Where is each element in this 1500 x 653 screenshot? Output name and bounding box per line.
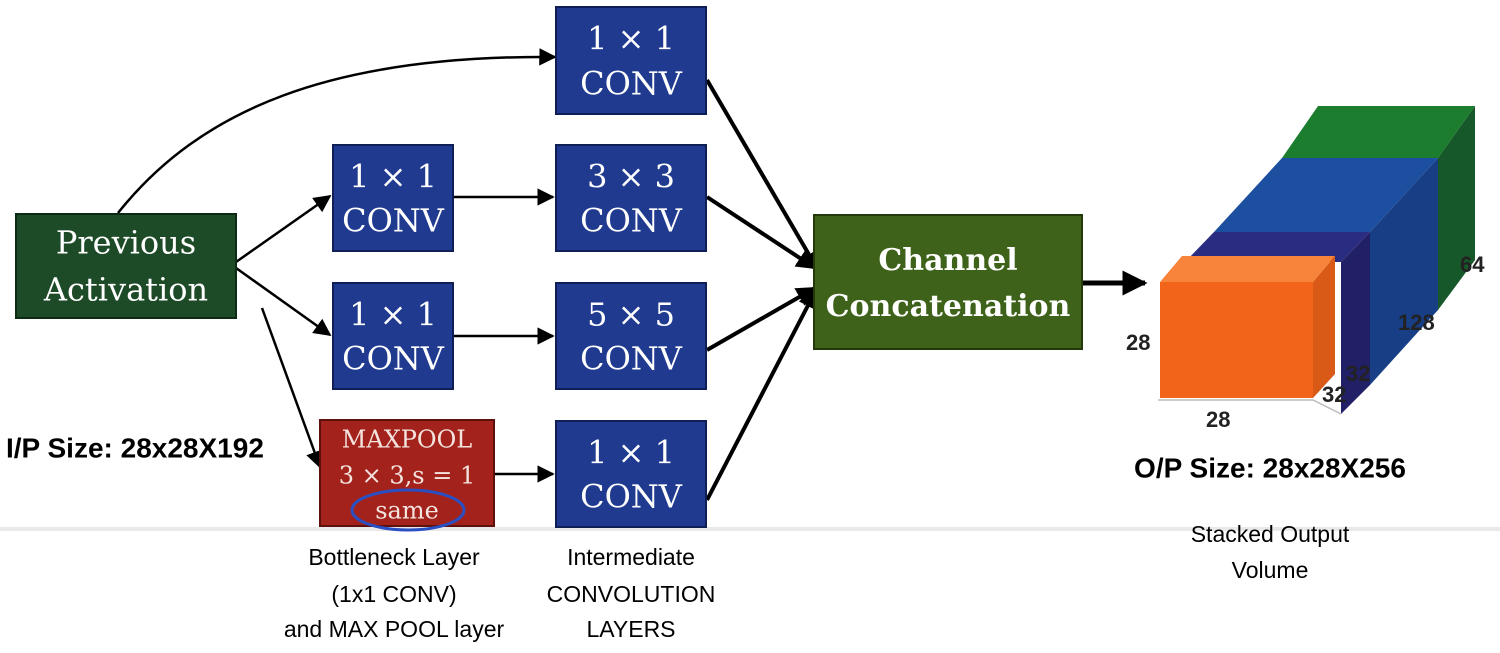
channel-concatenation-box: Channel Concatenation [813,214,1083,350]
input-size-label: I/P Size: 28x28X192 [6,432,264,463]
volume-side-blue [1370,158,1438,385]
conv-1x1-pool-projection-line2: CONV [580,478,683,516]
volume-depth-label-1: 32 [1322,382,1346,407]
arrow-input-to-maxpool [260,307,323,469]
conv-3x3-box: 3 × 3 CONV [555,144,707,252]
maxpool-line2: 3 × 3,s = 1 [339,462,476,490]
conv-1x1-branch-line2: CONV [580,65,683,103]
volume-top-orange [1160,256,1335,282]
arrow-input-to-bottleneck-b [235,266,332,337]
conv-1x1-pool-projection-line1: 1 × 1 [587,434,675,472]
conv-3x3-line1: 3 × 3 [587,158,675,196]
bottleneck-caption-line3: and MAX POOL layer [284,616,505,642]
bottleneck-conv-a-line1: 1 × 1 [349,158,437,196]
connectors [117,48,1148,501]
arrow-pool-proj-to-concat [705,288,818,501]
arrow-input-to-1x1 [117,48,557,214]
bottleneck-conv-a-line2: CONV [342,202,445,240]
conv-5x5-box: 5 × 5 CONV [555,282,707,390]
conv-5x5-line2: CONV [580,340,683,378]
bottleneck-conv-b-line1: 1 × 1 [349,296,437,334]
bottleneck-conv-b-box: 1 × 1 CONV [332,282,454,390]
volume-side-navy [1341,232,1370,414]
stacked-caption-line1: Stacked Output [1191,521,1350,547]
stacked-caption-line2: Volume [1232,557,1309,583]
conv-1x1-branch-line1: 1 × 1 [587,20,675,58]
volume-side-green [1438,106,1475,310]
maxpool-box: MAXPOOL 3 × 3,s = 1 same [319,419,495,532]
arrow-input-to-bottleneck-a [235,194,332,264]
channel-concatenation-line2: Concatenation [826,289,1071,324]
channel-concatenation-line1: Channel [878,243,1017,278]
maxpool-line1: MAXPOOL [342,426,472,454]
conv-1x1-branch-box: 1 × 1 CONV [555,6,707,115]
bottleneck-conv-b-line2: CONV [342,340,445,378]
bottleneck-caption-line2: (1x1 CONV) [331,581,456,607]
volume-depth-label-4: 64 [1460,252,1485,277]
volume-top-green [1282,106,1475,158]
arrow-1x1-to-concat [705,78,820,272]
volume-side-orange [1313,256,1335,398]
bottleneck-caption-line1: Bottleneck Layer [308,544,480,570]
arrow-3x3-to-concat [705,195,817,270]
stacked-output-volume [1158,106,1475,415]
volume-top-navy [1185,232,1370,262]
volume-depth-label-3: 128 [1398,310,1435,335]
volume-height-label: 28 [1126,330,1150,355]
volume-floor-edge [1158,399,1342,415]
previous-activation-box: Previous Activation [15,213,237,319]
conv-5x5-line1: 5 × 5 [587,296,675,334]
previous-activation-line2: Activation [43,271,208,309]
volume-top-blue [1214,158,1438,232]
conv-1x1-pool-projection-box: 1 × 1 CONV [555,420,707,528]
output-size-label: O/P Size: 28x28X256 [1134,452,1406,483]
volume-width-label: 28 [1206,407,1230,432]
baseline-strip [0,527,1500,531]
previous-activation-line1: Previous [56,224,196,262]
intermediate-caption-line1: Intermediate [567,544,695,570]
bottleneck-conv-a-box: 1 × 1 CONV [332,144,454,252]
intermediate-caption-line3: LAYERS [586,616,675,642]
intermediate-caption-line2: CONVOLUTION [547,581,716,607]
conv-3x3-line2: CONV [580,202,683,240]
volume-front-orange [1160,282,1313,398]
maxpool-line3: same [375,497,439,525]
volume-depth-label-2: 32 [1346,361,1370,386]
arrow-5x5-to-concat [706,286,817,352]
same-circle-annotation [350,488,466,532]
